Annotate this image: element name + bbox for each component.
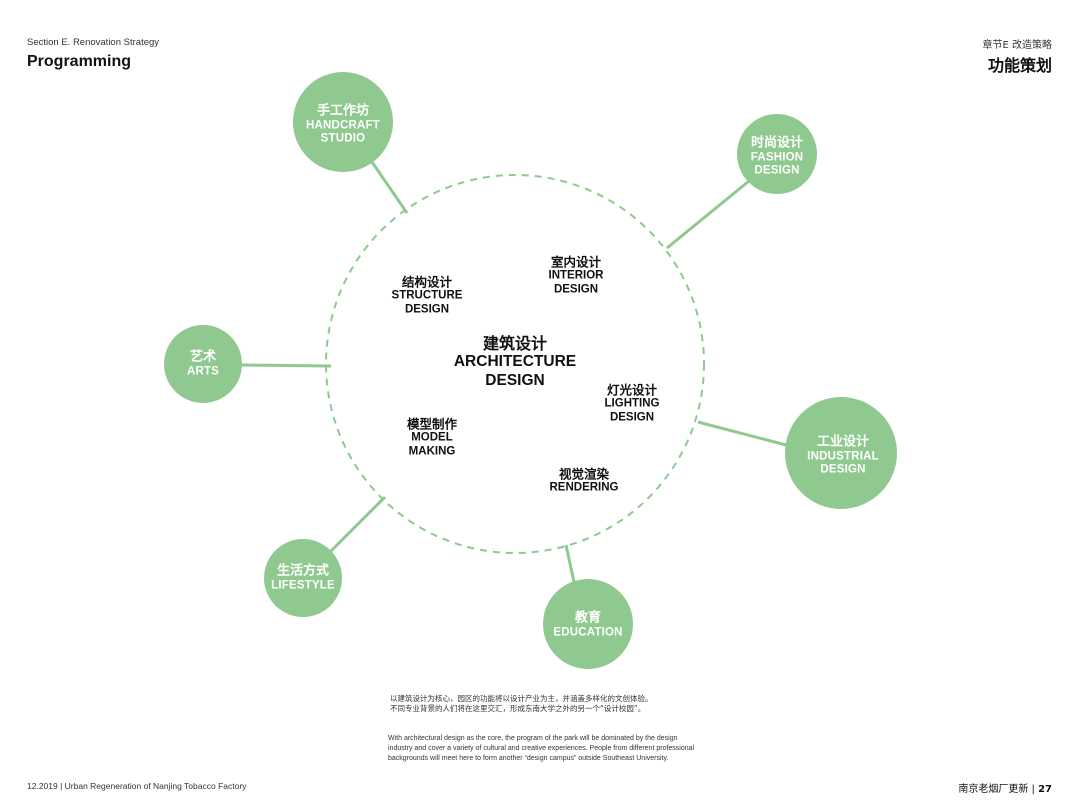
node-circle-arts xyxy=(164,325,242,403)
connector-lifestyle xyxy=(327,495,387,555)
footer-page-info: 南京老烟厂更新 | 27 xyxy=(958,780,1052,795)
description-cn-line2: 不同专业背景的人们将在这里交汇，形成东南大学之外的另一个“设计校园”。 xyxy=(390,704,646,714)
node-handcraft: 手工作坊 HANDCRAFT STUDIO xyxy=(306,103,380,146)
inner-structure-en-1: STRUCTURE xyxy=(391,289,463,302)
node-handcraft-en-2: STUDIO xyxy=(320,132,366,145)
inner-lighting-en-1: LIGHTING xyxy=(604,397,660,410)
core-cn: 建筑设计 xyxy=(482,333,547,353)
inner-rendering: 视觉渲染 RENDERING xyxy=(549,467,618,496)
node-arts-cn: 艺术 xyxy=(189,349,217,365)
section-label: Section E. Renovation Strategy xyxy=(27,37,160,48)
inner-rendering-cn: 视觉渲染 xyxy=(558,466,610,482)
node-industrial-cn: 工业设计 xyxy=(816,434,870,450)
node-arts: 艺术 ARTS xyxy=(187,349,219,378)
inner-interior-en-1: INTERIOR xyxy=(548,269,604,282)
connector-fashion xyxy=(666,179,750,250)
node-circle-education xyxy=(543,579,633,669)
footer-title-cn: 南京老烟厂更新 xyxy=(958,784,1029,795)
core-en-1: ARCHITECTURE xyxy=(453,353,577,370)
inner-interior-cn: 室内设计 xyxy=(550,254,602,270)
node-lifestyle-cn: 生活方式 xyxy=(276,563,329,579)
node-industrial-en-1: INDUSTRIAL xyxy=(807,450,879,462)
inner-model-cn: 模型制作 xyxy=(406,416,458,432)
core-en-2: DESIGN xyxy=(485,371,545,389)
inner-lighting-design: 灯光设计 LIGHTING DESIGN xyxy=(605,383,660,426)
inner-interior-design: 室内设计 INTERIOR DESIGN xyxy=(549,255,604,298)
node-education-cn: 教育 xyxy=(574,610,601,626)
inner-model-en-2: MAKING xyxy=(408,445,456,458)
connector-handcraft xyxy=(370,161,409,214)
node-lifestyle-en-1: LIFESTYLE xyxy=(271,578,335,591)
node-fashion-cn: 时尚设计 xyxy=(750,135,804,151)
node-circle-industrial xyxy=(785,397,897,509)
node-circle-fashion xyxy=(737,114,817,194)
section-label-cn: 章节E 改造策略 xyxy=(982,40,1053,51)
node-circle-handcraft xyxy=(293,72,393,172)
core-architecture-design: 建筑设计 ARCHITECTURE DESIGN xyxy=(454,334,576,390)
node-fashion: 时尚设计 FASHION DESIGN xyxy=(751,135,804,178)
connector-arts xyxy=(241,363,332,368)
node-lifestyle: 生活方式 LIFESTYLE xyxy=(271,563,335,592)
description-cn-line1: 以建筑设计为核心，园区的功能将以设计产业为主，并涵盖多样化的文创体验。 xyxy=(390,694,653,703)
node-industrial-en-2: DESIGN xyxy=(820,463,866,476)
inner-structure-en-2: DESIGN xyxy=(404,303,450,316)
inner-structure-design: 结构设计 STRUCTURE DESIGN xyxy=(392,275,463,318)
footer-project-info: 12.2019 | Urban Regeneration of Nanjing … xyxy=(27,781,247,791)
connector-lines xyxy=(241,161,787,583)
description-en: With architectural design as the core, t… xyxy=(388,735,695,762)
inner-model-en-1: MODEL xyxy=(411,431,453,444)
connector-industrial xyxy=(697,420,787,447)
node-handcraft-en-1: HANDCRAFT xyxy=(306,119,380,131)
page-title: Programming xyxy=(27,53,132,70)
description-cn: 以建筑设计为核心，园区的功能将以设计产业为主，并涵盖多样化的文创体验。 不同专业… xyxy=(390,694,700,714)
node-industrial: 工业设计 INDUSTRIAL DESIGN xyxy=(807,434,879,477)
node-fashion-en-1: FASHION xyxy=(750,151,804,163)
inner-model-making: 模型制作 MODEL MAKING xyxy=(407,417,457,460)
node-education: 教育 EDUCATION xyxy=(553,610,622,639)
core-dashed-ring xyxy=(325,174,705,554)
page-title-cn: 功能策划 xyxy=(987,56,1052,75)
node-circle-lifestyle xyxy=(264,539,342,617)
node-education-en-1: EDUCATION xyxy=(553,625,623,638)
page-number: 27 xyxy=(1038,784,1052,795)
inner-lighting-cn: 灯光设计 xyxy=(606,382,658,398)
connector-education xyxy=(564,544,576,583)
inner-lighting-en-2: DESIGN xyxy=(609,411,655,424)
node-arts-en-1: ARTS xyxy=(186,364,220,377)
outer-node-circles xyxy=(164,72,897,669)
node-fashion-en-2: DESIGN xyxy=(754,164,800,177)
inner-structure-cn: 结构设计 xyxy=(401,274,453,290)
inner-interior-en-2: DESIGN xyxy=(553,283,599,296)
inner-rendering-en-1: RENDERING xyxy=(549,481,619,494)
node-handcraft-cn: 手工作坊 xyxy=(316,103,370,119)
footer-separator: | xyxy=(1031,784,1035,795)
